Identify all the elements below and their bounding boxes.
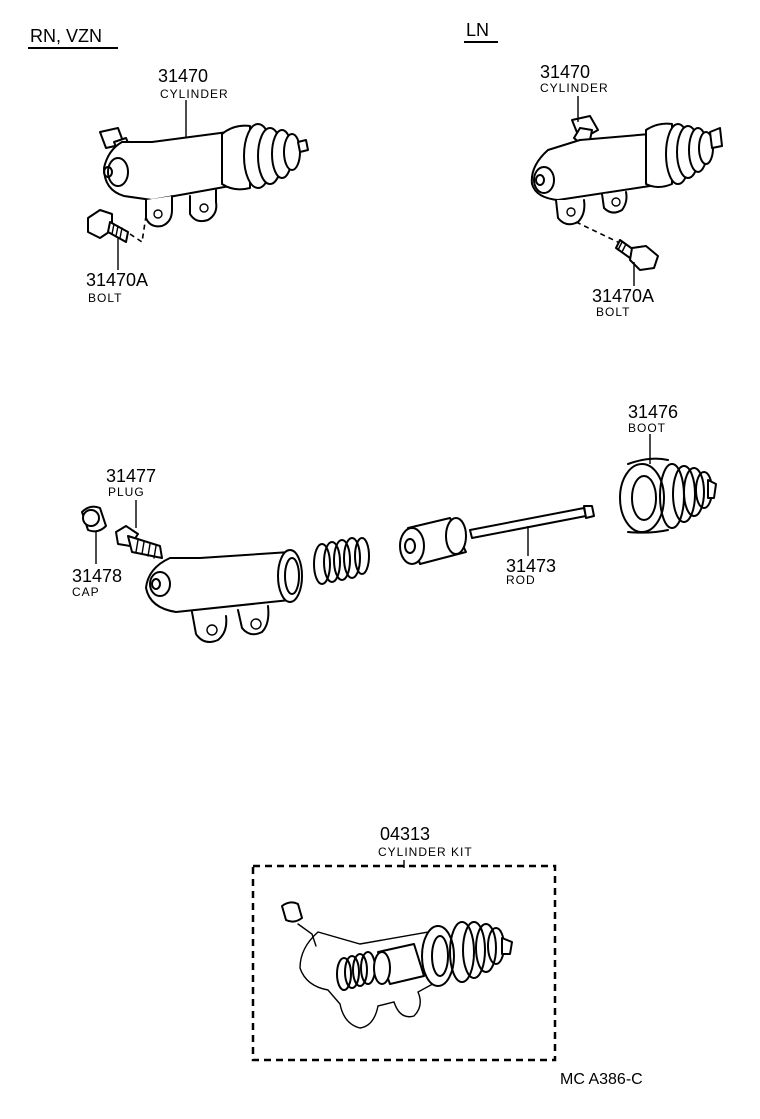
cylinder-body-drawing bbox=[145, 549, 303, 643]
boot-number: 31476 bbox=[628, 402, 678, 422]
cap-drawing bbox=[81, 505, 107, 564]
boot-drawing bbox=[619, 434, 717, 534]
cylinder-right-drawing bbox=[530, 96, 723, 226]
header-right-group: LN bbox=[464, 20, 498, 43]
rod-number: 31473 bbox=[506, 556, 556, 576]
bolt-right-drawing bbox=[575, 221, 659, 286]
cylinder-left-name: CYLINDER bbox=[160, 87, 229, 101]
plug-name: PLUG bbox=[108, 485, 145, 499]
bolt-left-name: BOLT bbox=[88, 291, 122, 305]
bolt-left-drawing bbox=[87, 209, 147, 270]
plug-number: 31477 bbox=[106, 466, 156, 486]
bolt-right-number: 31470A bbox=[592, 286, 654, 306]
cylinder-right-name: CYLINDER bbox=[540, 81, 609, 95]
header-right-label: LN bbox=[466, 20, 489, 40]
cylinder-kit-number: 04313 bbox=[380, 824, 430, 844]
cylinder-right-number: 31470 bbox=[540, 62, 590, 82]
cap-number: 31478 bbox=[72, 566, 122, 586]
cap-name: CAP bbox=[72, 585, 100, 599]
rod-drawing bbox=[469, 505, 595, 556]
piston-drawing bbox=[399, 517, 467, 565]
rod-name: ROD bbox=[506, 573, 536, 587]
plug-drawing bbox=[115, 500, 163, 559]
cylinder-left-number: 31470 bbox=[158, 66, 208, 86]
bolt-left-number: 31470A bbox=[86, 270, 148, 290]
boot-name: BOOT bbox=[628, 421, 666, 435]
cylinder-left-drawing bbox=[99, 100, 309, 228]
bolt-right-name: BOLT bbox=[596, 305, 630, 319]
header-left-label: RN, VZN bbox=[30, 26, 102, 46]
cylinder-kit-boundary bbox=[251, 864, 557, 1062]
spring-drawing bbox=[313, 537, 370, 585]
figure-code: MC A386-C bbox=[560, 1071, 643, 1088]
header-left-group: RN, VZN bbox=[28, 26, 118, 49]
cylinder-kit-name: CYLINDER KIT bbox=[378, 845, 473, 859]
cylinder-kit-drawing bbox=[281, 901, 513, 1029]
